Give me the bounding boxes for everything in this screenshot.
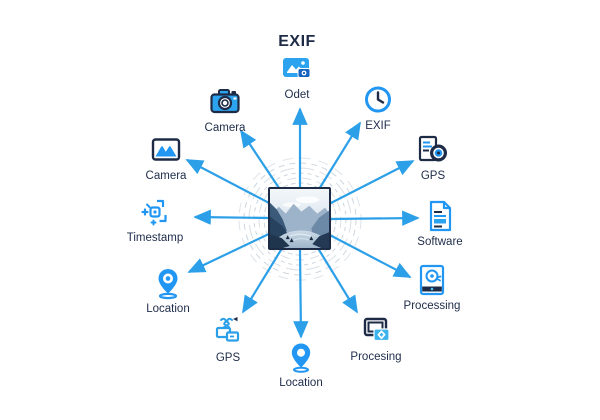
arrow-software: [329, 210, 420, 226]
clock-icon: [365, 86, 391, 113]
center-photo: [268, 187, 331, 250]
document-icon: [429, 200, 452, 232]
arrow-procesing: [315, 244, 358, 314]
arrow-camera-image: [185, 159, 274, 206]
node-procesing: Procesing: [331, 314, 421, 364]
arrow-gps-satellite: [242, 244, 285, 314]
arrow-gps-disc: [326, 160, 415, 206]
node-gps-satellite: GPS: [183, 315, 273, 365]
map-pin-icon: [158, 269, 178, 300]
node-label: Timestamp: [126, 232, 184, 244]
node-label: Camera: [204, 122, 246, 134]
arrow-location-bottom: [293, 248, 309, 339]
arrow-timestamp: [193, 209, 271, 225]
arrow-exif: [315, 121, 361, 195]
node-camera-top: Camera: [180, 85, 270, 135]
image-photo-icon: [283, 58, 311, 78]
map-pin-icon: [291, 343, 311, 373]
monitor-gear-icon: [419, 264, 445, 296]
process-puzzle-icon: [141, 199, 167, 226]
node-label: Software: [417, 236, 463, 248]
node-software: Software: [395, 199, 485, 249]
mountain-lake-photo-icon: [270, 189, 329, 248]
node-label: GPS: [215, 352, 241, 364]
node-label: EXIF: [365, 120, 391, 132]
image-frame-icon: [151, 138, 181, 161]
radial-arrows: [185, 107, 420, 339]
node-location-bottom: Location: [256, 340, 346, 390]
node-label: Camera: [145, 170, 187, 182]
arrow-processing: [325, 232, 412, 278]
node-label: Processing: [403, 300, 461, 312]
node-label: Procesing: [350, 351, 402, 363]
node-label: Location: [146, 303, 190, 315]
node-label: Odet: [284, 89, 310, 101]
node-processing: Processing: [387, 263, 477, 313]
document-disc-icon: [418, 135, 447, 162]
page-title: EXIF: [278, 33, 316, 50]
layered-screens-icon: [363, 317, 390, 342]
node-camera-image: Camera: [121, 133, 211, 183]
node-label: Location: [279, 377, 323, 389]
camera-icon: [210, 89, 240, 114]
satellite-icon: [215, 317, 240, 342]
node-gps-disc: GPS: [388, 133, 478, 183]
node-odet: Odet: [252, 52, 342, 102]
node-exif: EXIF: [333, 83, 423, 133]
node-timestamp: Timestamp: [110, 195, 200, 245]
node-label: GPS: [420, 170, 446, 182]
node-location-left: Location: [123, 266, 213, 316]
arrow-location-left: [187, 231, 274, 273]
arrow-camera-top: [240, 129, 284, 195]
